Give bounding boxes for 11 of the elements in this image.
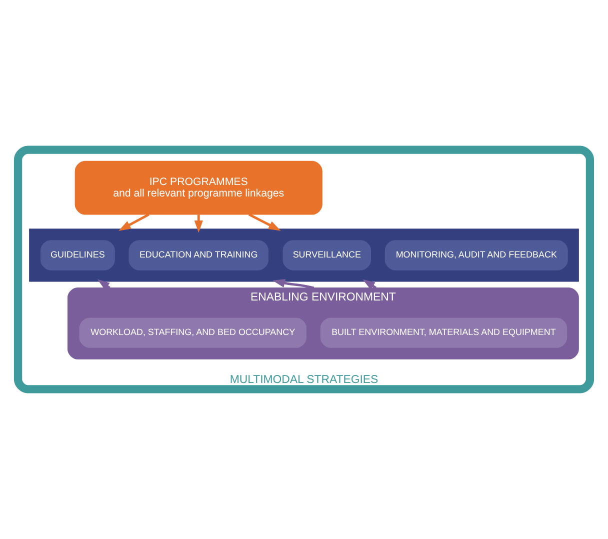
arrow	[272, 279, 314, 290]
arrow	[248, 213, 281, 231]
node-box: WORKLOAD, STAFFING, AND BED OCCUPANCY	[79, 318, 306, 348]
node-box: MONITORING, AUDIT AND FEEDBACK	[384, 240, 568, 270]
node-box: GUIDELINES	[40, 240, 115, 270]
node-box: IPC PROGRAMMES and all relevant programme linkages	[74, 160, 322, 215]
node-box: EDUCATION AND TRAINING	[128, 240, 268, 270]
node-box: BUILT ENVIRONMENT, MATERIALS AND EQUIPMENT	[320, 318, 568, 348]
arrow	[118, 213, 150, 231]
cluster	[29, 228, 579, 282]
node-box: SURVEILLANCE	[282, 240, 371, 270]
